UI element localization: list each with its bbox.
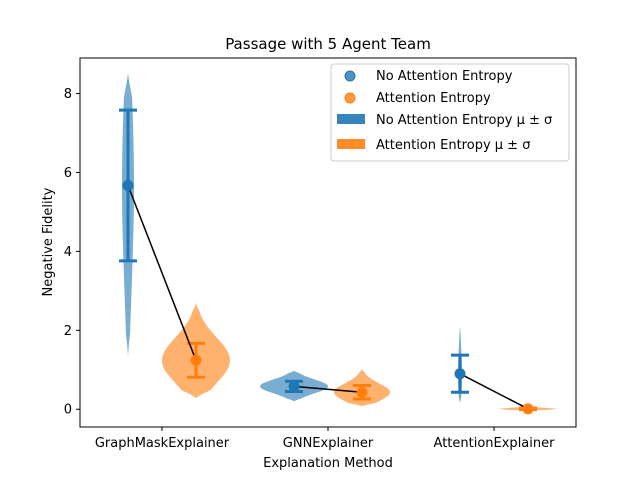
- connector-line-graphmaskexplainer: [127, 185, 197, 361]
- y-tick-label: 4: [64, 245, 72, 260]
- x-tick-label-gnnexplainer: GNNExplainer: [283, 436, 374, 451]
- mean-point-attention-entropy-graphmaskexplainer: [190, 354, 202, 366]
- y-tick-label: 8: [64, 87, 72, 102]
- mean-point-no-attention-entropy-gnnexplainer: [288, 380, 300, 392]
- legend-label-attention-entropy: Attention Entropy: [376, 91, 491, 106]
- x-axis-label: Explanation Method: [263, 456, 393, 471]
- x-axis: GraphMaskExplainer GNNExplainer AttentionE…: [95, 427, 555, 451]
- x-tick-label-attentionexplainer: AttentionExplainer: [434, 436, 556, 451]
- x-tick-label-graphmaskexplainer: GraphMaskExplainer: [95, 436, 230, 451]
- y-tick-label: 2: [64, 324, 72, 339]
- means-layer: [122, 179, 534, 415]
- mean-point-attention-entropy-attentionexplainer: [522, 403, 534, 415]
- mean-point-no-attention-entropy-graphmaskexplainer: [122, 179, 134, 191]
- legend-label-no-attention-entropy: No Attention Entropy: [376, 69, 513, 84]
- y-tick-label: 0: [64, 403, 72, 418]
- legend-swatch-attention-entropy-band: [337, 139, 365, 149]
- y-axis: 0 2 4 6 8: [64, 87, 80, 418]
- legend-swatch-no-attention-entropy-band: [337, 114, 365, 124]
- legend-marker-no-attention-entropy: [344, 70, 356, 82]
- y-axis-label: Negative Fidelity: [41, 187, 56, 296]
- legend: No Attention Entropy Attention Entropy N…: [330, 63, 570, 162]
- y-tick-label: 6: [64, 166, 72, 181]
- legend-label-no-attention-entropy-band: No Attention Entropy μ ± σ: [376, 113, 552, 128]
- chart-title: Passage with 5 Agent Team: [225, 35, 431, 53]
- legend-marker-attention-entropy: [344, 92, 356, 104]
- connector-line-attentionexplainer: [459, 373, 529, 410]
- mean-point-attention-entropy-gnnexplainer: [356, 386, 368, 398]
- connectors-layer: [127, 185, 529, 410]
- legend-label-attention-entropy-band: Attention Entropy μ ± σ: [376, 138, 530, 153]
- connector-line-gnnexplainer: [293, 385, 363, 394]
- mean-point-no-attention-entropy-attentionexplainer: [454, 368, 466, 380]
- legend-frame: [330, 63, 570, 162]
